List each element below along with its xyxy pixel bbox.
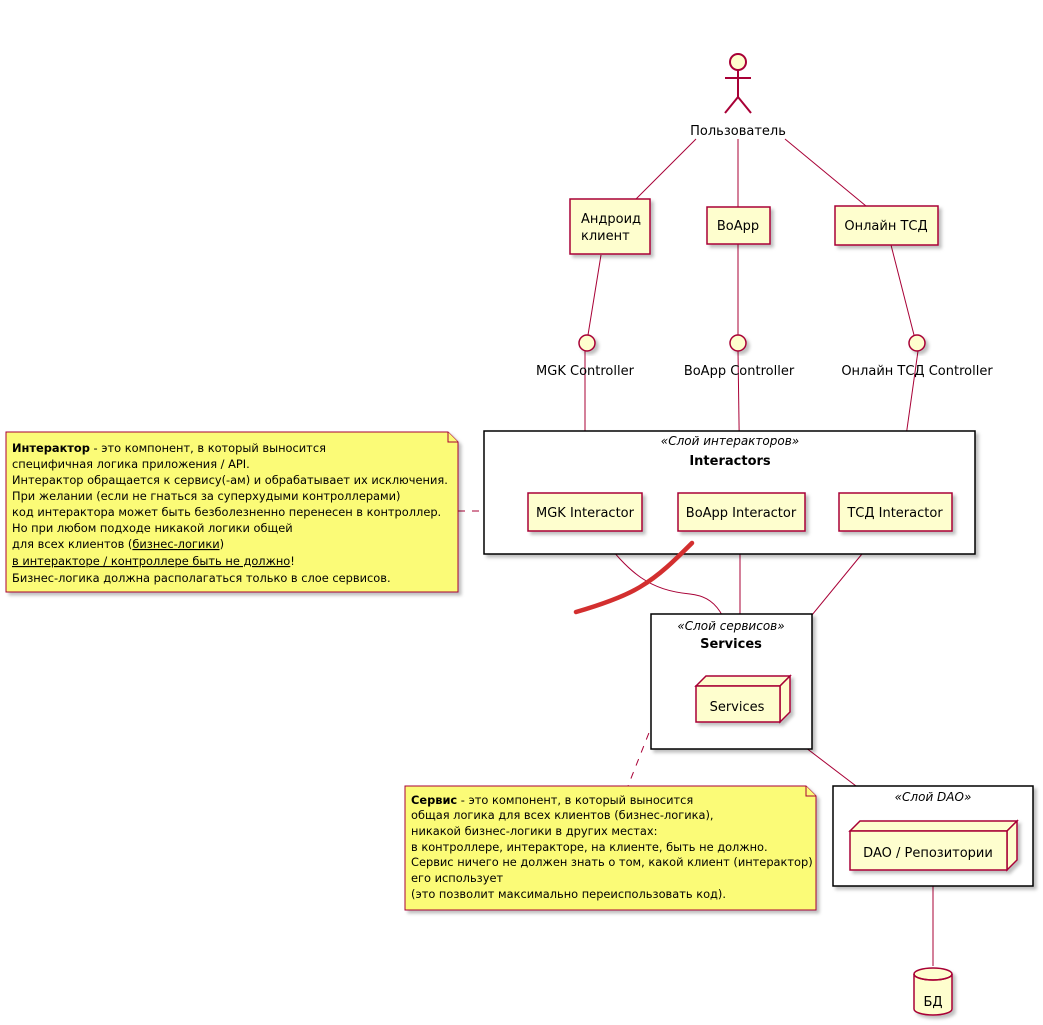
note-interactor-line-5: код интерактора может быть безболезненно… — [12, 505, 441, 519]
component-online-tsd — [834, 205, 939, 246]
note-service-line-5: Сервис ничего не должен знать о том, как… — [411, 855, 813, 869]
note-interactor-line-9: Бизнес-логика должна располагаться тольк… — [12, 571, 391, 585]
note-interactor-line-6: Но при любом подходе никакой логики обще… — [12, 521, 293, 535]
note-service-line-2: общая логика для всех клиентов (бизнес-л… — [411, 808, 714, 822]
node-dao — [848, 819, 1019, 872]
component-mgk-interactor — [527, 492, 643, 532]
boapp-controller-label: BoApp Controller — [684, 364, 795, 379]
note-interactor-line-7: для всех клиентов (бизнес-логики) — [12, 537, 224, 551]
tsd-interactor-label: ТСД Interactor — [846, 506, 943, 521]
note-service-line-7: (это позволит максимально переиспользова… — [411, 887, 726, 901]
dao-node-label: DAO / Репозитории — [863, 846, 993, 861]
boapp-interactor-label: BoApp Interactor — [686, 506, 797, 521]
link-service-note — [627, 719, 655, 787]
interactors-title: Interactors — [689, 454, 771, 469]
note-service — [404, 785, 817, 911]
component-android-client — [569, 198, 651, 255]
tsd-controller-label: Онлайн ТСД Controller — [841, 364, 993, 379]
services-stereotype: «Слой сервисов» — [677, 619, 784, 633]
red-strike-mark — [573, 540, 695, 615]
note-interactor-line-8: в интеракторе / контроллере быть не долж… — [12, 554, 295, 568]
note-service-line-3: никакой бизнес-логики в других местах: — [411, 824, 657, 838]
note-interactor-line-1: Интерактор - это компонент, в который вы… — [12, 441, 326, 455]
link-user-android — [635, 138, 697, 200]
component-boapp — [706, 206, 771, 245]
note-links — [458, 510, 655, 787]
database-label: БД — [923, 995, 942, 1010]
link-user-tsd — [784, 138, 867, 207]
dao-stereotype: «Слой DAO» — [895, 790, 972, 804]
mgk-interactor-label: MGK Interactor — [536, 506, 635, 521]
android-client-label-line2: клиент — [581, 229, 630, 244]
android-client-label-line1: Андроид — [581, 212, 641, 227]
database-icon — [913, 967, 953, 1016]
note-service-line-4: в контроллере, интеракторе, на клиенте, … — [411, 840, 768, 854]
link-tsd-tsd-controller — [890, 244, 915, 336]
online-tsd-label: Онлайн ТСД — [844, 219, 927, 234]
note-interactor-line-4: При желании (если не гнаться за суперхуд… — [12, 489, 400, 503]
actor-head — [729, 53, 747, 71]
note-service-line-6: его использует — [411, 871, 503, 885]
interface-mgk-controller-icon — [578, 334, 596, 352]
interactors-stereotype: «Слой интеракторов» — [661, 434, 799, 448]
boapp-label: BoApp — [717, 219, 759, 234]
note-interactor-line-3: Интерактор обращается к сервису(-ам) и о… — [12, 473, 448, 487]
link-android-mgk-controller — [587, 254, 602, 336]
interface-boapp-controller-icon — [729, 334, 747, 352]
services-title: Services — [700, 637, 762, 652]
note-service-line-1: Сервис - это компонент, в который выноси… — [411, 793, 693, 807]
actor-label: Пользователь — [690, 124, 786, 139]
component-boapp-interactor — [677, 492, 806, 532]
component-tsd-interactor — [838, 492, 953, 532]
note-interactor — [5, 431, 459, 593]
mgk-controller-label: MGK Controller — [536, 364, 635, 379]
services-node-label: Services — [710, 700, 765, 715]
actor-user — [724, 53, 752, 114]
note-interactor-line-2: специфичная логика приложения / API. — [12, 457, 250, 471]
node-services — [694, 674, 792, 724]
interface-tsd-controller-icon — [908, 334, 926, 352]
